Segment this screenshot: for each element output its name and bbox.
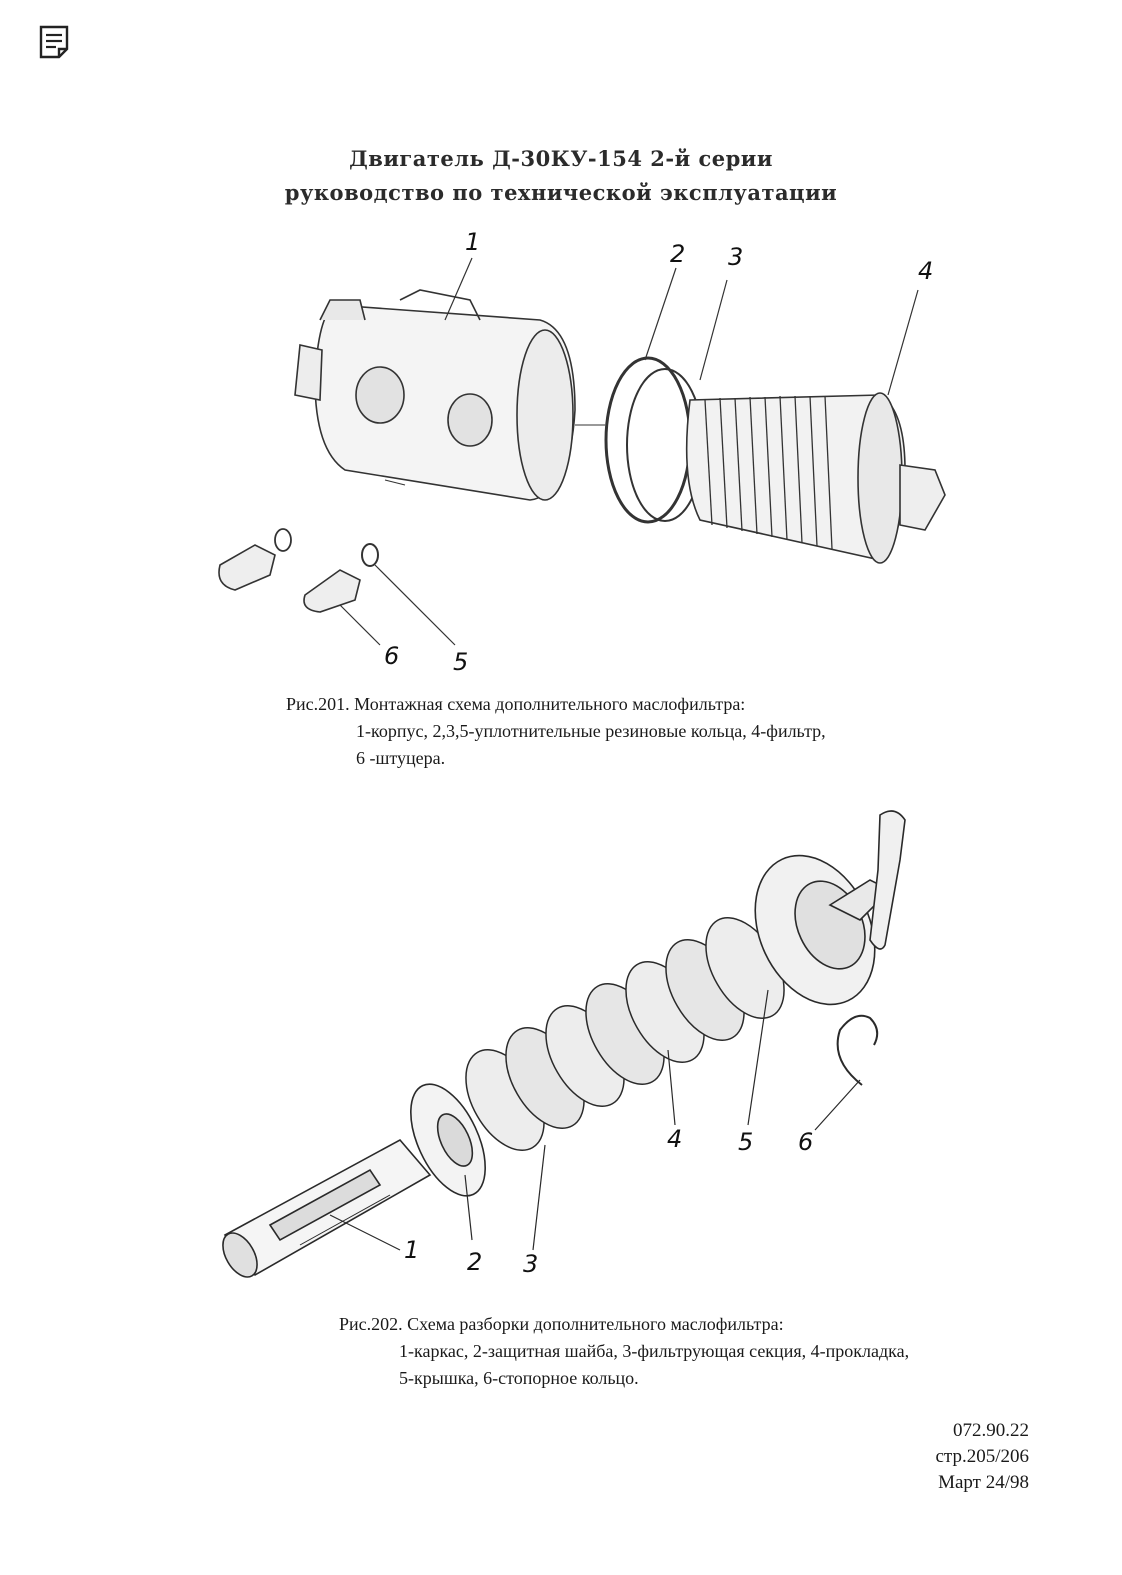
fig201-label-4: 4 [918, 257, 934, 285]
fig202-caption-line1: 1-каркас, 2-защитная шайба, 3-фильтрующа… [399, 1341, 910, 1361]
footer-date: Март 24/98 [938, 1472, 1029, 1493]
fig201-label-3: 3 [728, 243, 744, 271]
fig201-label-6: 6 [384, 642, 400, 670]
fig202-caption-line2: 5-крышка, 6-стопорное кольцо. [399, 1368, 639, 1388]
fig202-label-5: 5 [738, 1128, 754, 1156]
footer-doc-number: 072.90.22 [953, 1420, 1029, 1441]
fig201-caption-line1: 1-корпус, 2,3,5-уплотнительные резиновые… [356, 721, 826, 741]
fig202-label-2: 2 [467, 1248, 483, 1276]
fig202-label-1: 1 [404, 1236, 420, 1264]
fig202-caption-title: Рис.202. Схема разборки дополнительного … [339, 1314, 784, 1334]
fig202-label-4: 4 [667, 1125, 683, 1153]
document-subtitle: руководство по технической эксплуатации [284, 180, 838, 205]
document-title: Двигатель Д-30КУ-154 2-й серии [349, 146, 773, 171]
figure-201-drawing [218, 257, 946, 646]
fig202-label-3: 3 [523, 1250, 539, 1278]
fig201-label-1: 1 [465, 228, 481, 256]
fig202-label-6: 6 [798, 1128, 814, 1156]
fig201-label-5: 5 [453, 648, 469, 676]
fig201-caption-line2: 6 -штуцера. [356, 748, 446, 768]
fig201-label-2: 2 [670, 240, 686, 268]
fig201-caption-title: Рис.201. Монтажная схема дополнительного… [286, 694, 746, 714]
footer-page-number: стр.205/206 [935, 1446, 1030, 1467]
document-icon[interactable] [38, 24, 72, 60]
